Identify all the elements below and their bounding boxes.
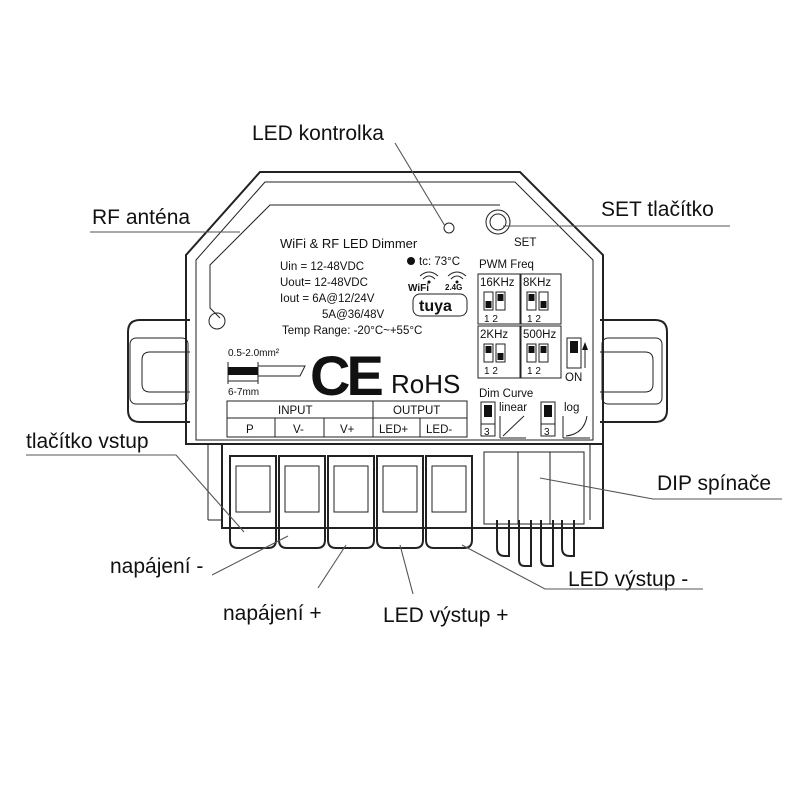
wifi-icon (419, 271, 467, 284)
pwm-dip-knob (497, 353, 504, 360)
pwm-dip-slot[interactable] (483, 343, 494, 363)
terminal-label-led-minus: LED- (426, 424, 452, 436)
pwm-pin-numbers: 1 2 (527, 314, 541, 325)
leader-led-out-minus (461, 544, 703, 590)
pwm-dip-slot[interactable] (526, 343, 537, 363)
dim-switch-log[interactable] (540, 401, 556, 437)
dip-switch-housing[interactable] (483, 451, 585, 567)
pwm-dip-slot[interactable] (483, 291, 494, 311)
pwm-dip-knob (540, 346, 547, 353)
dim-switch-linear[interactable] (480, 401, 496, 437)
dim-log-label: log (564, 402, 579, 414)
on-switch[interactable] (566, 337, 588, 369)
terminal-label-p: P (246, 424, 254, 436)
housing (185, 171, 604, 529)
pwm-pin-numbers: 1 2 (484, 314, 498, 325)
leader-dip-switches (539, 477, 782, 500)
left-mounting-ear (127, 319, 190, 423)
temp-range: Temp Range: -20°C~+55°C (282, 325, 422, 337)
right-mounting-ear (600, 319, 668, 423)
terminal-label-led-plus: LED+ (379, 424, 408, 436)
pwm-dip-knob (528, 294, 535, 301)
tuya-logo: tuya (419, 298, 452, 315)
ce-mark: CE (310, 344, 382, 407)
terminal-block-v-plus[interactable] (327, 455, 375, 549)
output-header: OUTPUT (393, 405, 440, 417)
leader-led-indicator (394, 142, 446, 227)
callout-led-out-plus: LED výstup + (383, 604, 508, 627)
pwm-dip-knob (485, 346, 492, 353)
pwm-dip-knob (528, 346, 535, 353)
device-title: WiFi & RF LED Dimmer (280, 236, 418, 251)
callout-input-button: tlačítko vstup (26, 430, 149, 453)
terminal-block-led-plus[interactable] (376, 455, 424, 549)
iout-spec-2: 5A@36/48V (322, 309, 385, 321)
wire-icon (227, 362, 306, 384)
callout-led-indicator: LED kontrolka (252, 122, 384, 145)
pwm-dip-grid: 16KHz 1 2 8KHz 1 2 2KHz 1 2 500Hz 1 2 (477, 273, 562, 379)
pwm-freq-label: 500Hz (523, 329, 556, 341)
dim-curve-title: Dim Curve (479, 388, 533, 400)
temp-dot (407, 257, 415, 265)
uout-spec: Uout= 12-48VDC (280, 277, 368, 289)
pwm-freq-label: 8KHz (523, 277, 551, 289)
callout-led-out-minus: LED výstup - (568, 568, 688, 591)
antenna-point (208, 312, 226, 330)
set-label: SET (514, 237, 536, 249)
terminal-block-led-minus[interactable] (425, 455, 473, 549)
tc-label: tc: 73°C (419, 256, 460, 268)
pwm-dip-slot[interactable] (495, 343, 506, 363)
linear-curve-icon (499, 415, 526, 439)
terminal-label-v-minus: V- (293, 424, 304, 436)
pwm-freq-label: 2KHz (480, 329, 508, 341)
pwm-pin-numbers: 1 2 (527, 366, 541, 377)
leader-led-out-plus (399, 544, 414, 595)
terminal-block-p[interactable] (229, 455, 277, 549)
callout-dip-switches: DIP spínače (657, 472, 771, 495)
on-label: ON (565, 372, 582, 384)
pwm-dip-knob (497, 294, 504, 301)
uin-spec: Uin = 12-48VDC (280, 261, 364, 273)
input-header: INPUT (278, 405, 313, 417)
pwm-dip-slot[interactable] (538, 291, 549, 311)
callout-set-button: SET tlačítko (601, 198, 714, 221)
antenna-trace (209, 204, 500, 319)
tuya-badge (412, 293, 468, 317)
leader-input-button (26, 454, 245, 533)
pwm-pin-numbers: 1 2 (484, 366, 498, 377)
leader-power-plus (317, 544, 347, 589)
band-label: 2.4G (445, 283, 462, 292)
pwm-dip-knob (485, 301, 492, 308)
pwm-freq-label: 16KHz (480, 277, 515, 289)
pwm-dip-slot[interactable] (538, 343, 549, 363)
pwm-title: PWM Freq (479, 259, 534, 271)
set-button[interactable] (485, 209, 511, 235)
terminal-block-v-minus[interactable] (278, 455, 326, 549)
log-curve-icon (562, 415, 590, 439)
pwm-dip-slot[interactable] (495, 291, 506, 311)
rohs-mark: RoHS (391, 369, 460, 399)
callout-rf-antenna: RF anténa (92, 206, 190, 229)
pwm-dip-slot[interactable] (526, 291, 537, 311)
wire-section: 0.5-2.0mm² (228, 348, 280, 359)
iout-spec: Iout = 6A@12/24V (280, 293, 375, 305)
callout-power-plus: napájení + (223, 602, 322, 625)
terminal-label-v-plus: V+ (340, 424, 355, 436)
strip-length: 6-7mm (228, 387, 259, 398)
callout-power-minus: napájení - (110, 555, 203, 578)
leader-power-minus (211, 535, 289, 576)
wifi-label: WiFi (408, 283, 429, 294)
led-indicator (443, 222, 455, 234)
terminal-table (226, 400, 468, 438)
dim-pin-linear: 3 (484, 427, 490, 438)
dim-linear-label: linear (499, 402, 527, 414)
pwm-dip-knob (540, 301, 547, 308)
dim-pin-log: 3 (544, 427, 550, 438)
